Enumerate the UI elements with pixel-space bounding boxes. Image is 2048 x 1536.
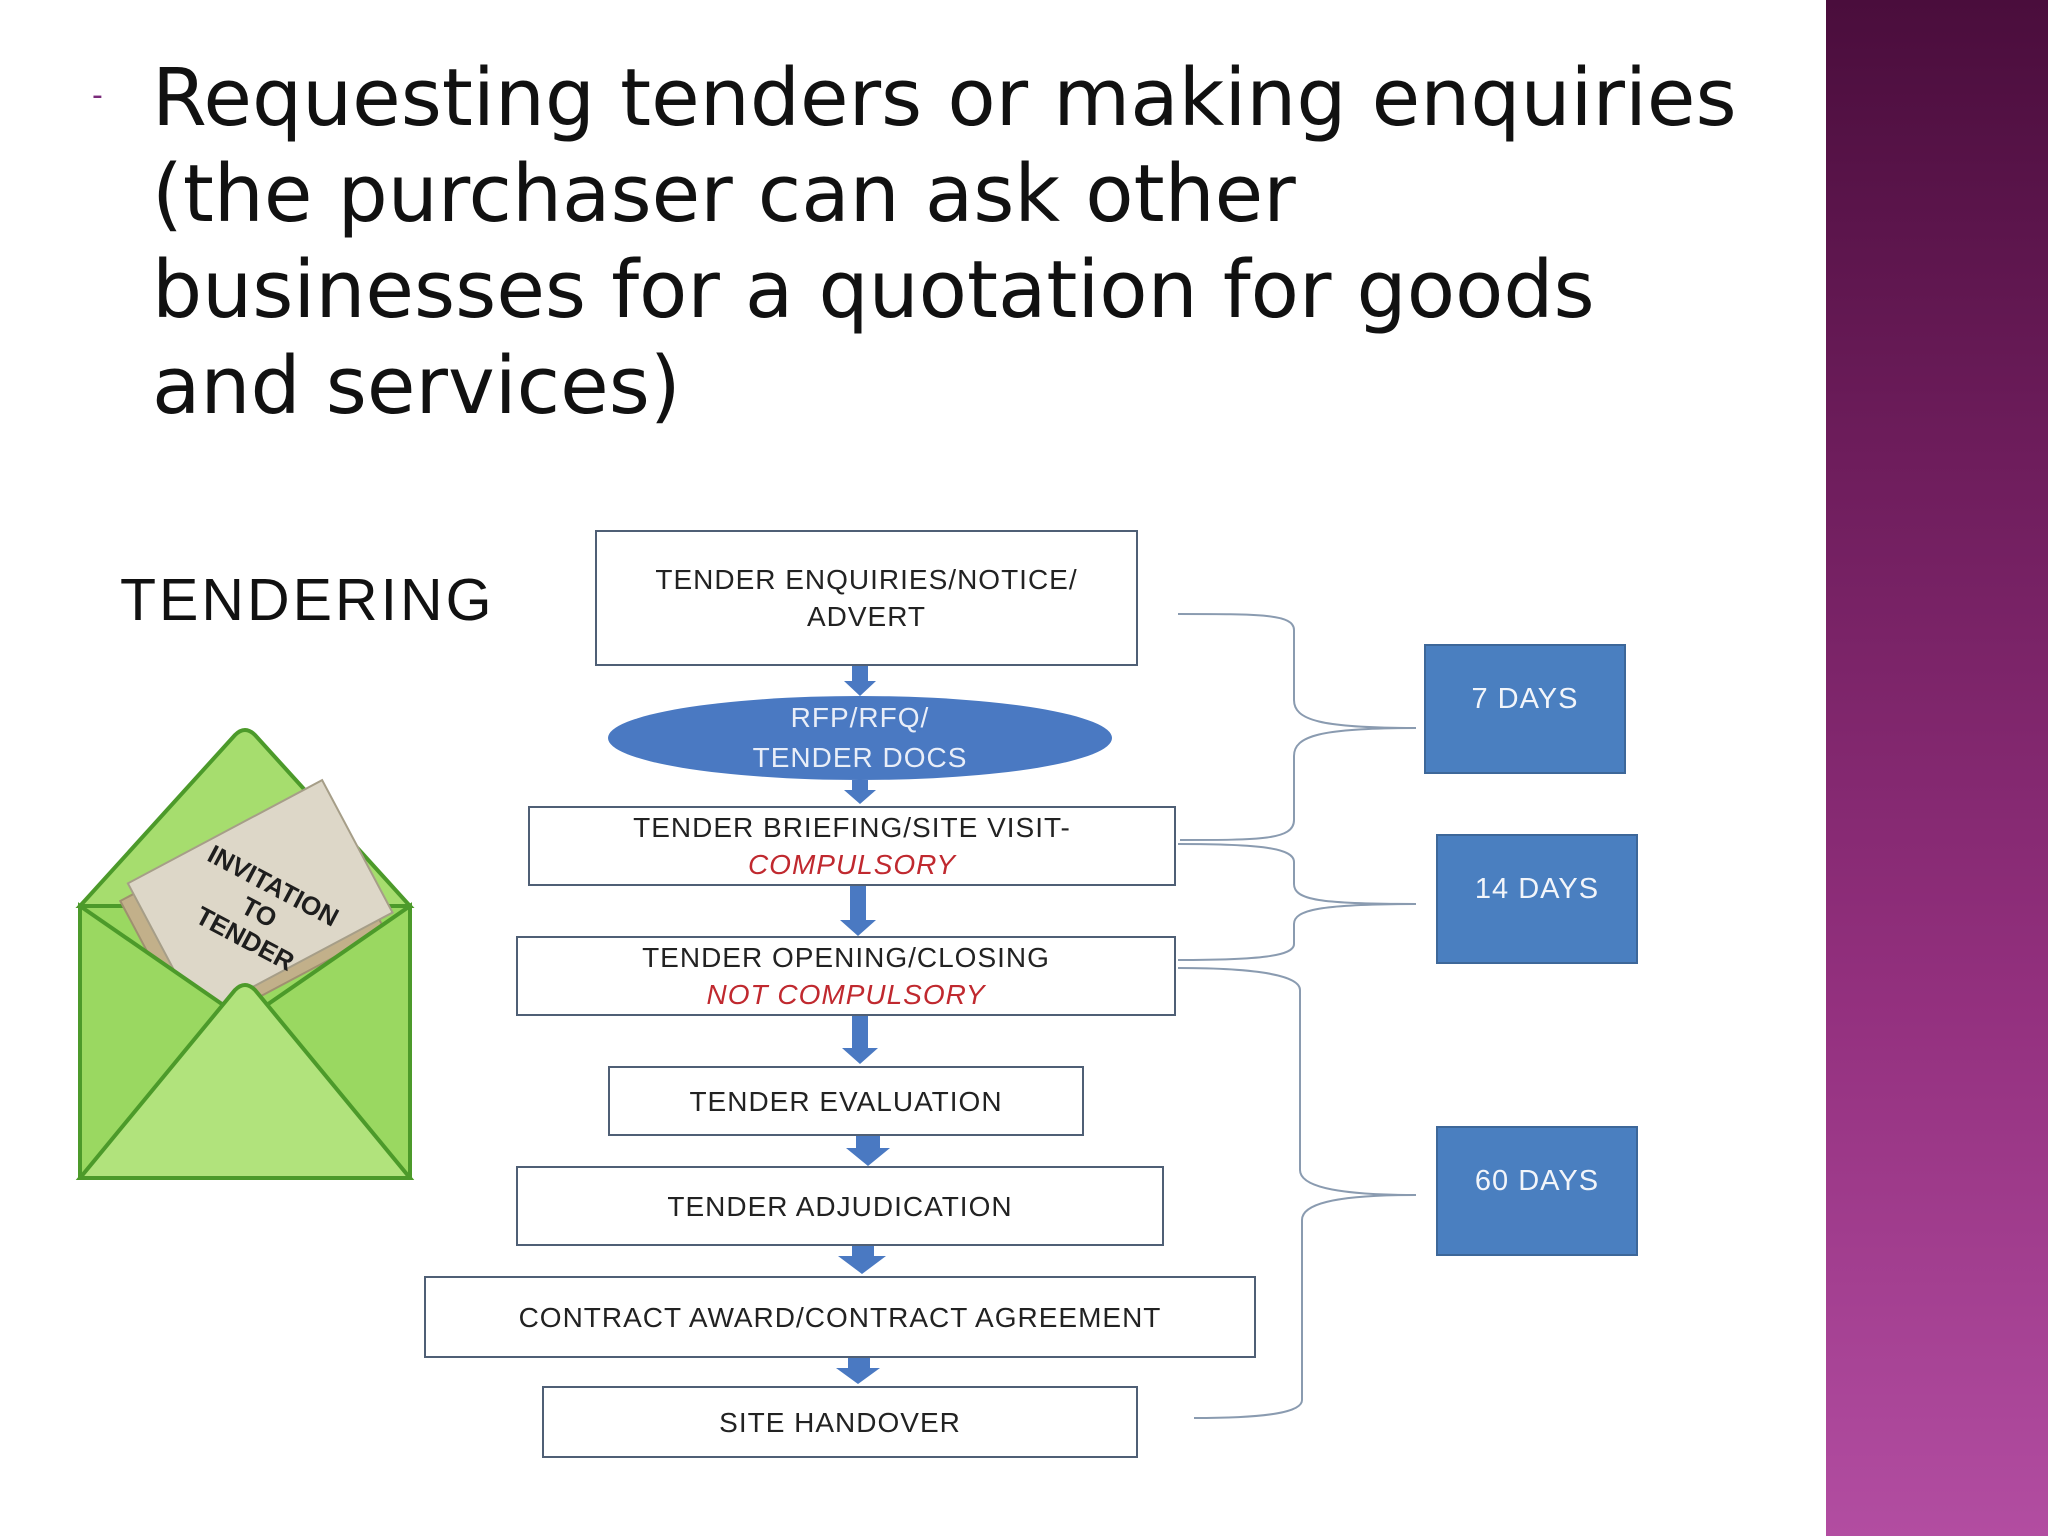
step-label: TENDER EVALUATION: [689, 1085, 1003, 1117]
step-label: TENDER OPENING/CLOSING: [642, 942, 1050, 973]
step-tender-enquiries: TENDER ENQUIRIES/NOTICE/ ADVERT: [595, 530, 1138, 666]
arrow-down-icon: [844, 666, 876, 696]
arrow-down-icon: [842, 1016, 878, 1064]
step-tender-adjudication: TENDER ADJUDICATION: [516, 1166, 1164, 1246]
arrow-down-icon: [838, 1246, 886, 1274]
step-label: TENDER DOCS: [752, 742, 968, 773]
arrow-down-icon: [836, 1358, 880, 1384]
bullet-line: businesses for a quotation for goods: [152, 244, 1595, 336]
step-label: ADVERT: [806, 601, 927, 632]
diagram-heading: TENDERING: [120, 567, 495, 633]
step-tender-evaluation: TENDER EVALUATION: [608, 1066, 1084, 1136]
duration-badge-7-days: 7 DAYS: [1424, 644, 1626, 774]
step-emphasis-label: COMPULSORY: [747, 849, 957, 880]
step-emphasis-label: NOT COMPULSORY: [706, 979, 986, 1010]
envelope-icon: INVITATION TO TENDER: [75, 728, 415, 1180]
arrow-down-icon: [844, 780, 876, 804]
bullet-text: Requesting tenders or making enquiries (…: [152, 50, 1737, 434]
arrow-down-icon: [840, 886, 876, 936]
step-site-handover: SITE HANDOVER: [542, 1386, 1138, 1458]
step-label: TENDER ADJUDICATION: [667, 1190, 1013, 1222]
step-tender-briefing: TENDER BRIEFING/SITE VISIT- COMPULSORY: [528, 806, 1176, 886]
step-label: RFP/RFQ/: [790, 702, 930, 733]
step-rfp-tender-docs: RFP/RFQ/ TENDER DOCS: [608, 696, 1112, 780]
bullet-line: Requesting tenders or making enquiries: [152, 52, 1737, 144]
step-label: CONTRACT AWARD/CONTRACT AGREEMENT: [518, 1301, 1162, 1333]
step-label: TENDER ENQUIRIES/NOTICE/: [655, 564, 1078, 595]
bullet-line: and services): [152, 340, 681, 432]
bullet-line: (the purchaser can ask other: [152, 148, 1296, 240]
step-label: SITE HANDOVER: [719, 1406, 961, 1438]
duration-braces: [1177, 613, 1417, 1419]
bullet-marker: -: [92, 78, 103, 113]
decorative-sidebar: [1826, 0, 2048, 1536]
duration-badge-60-days: 60 DAYS: [1436, 1126, 1638, 1256]
flow-arrows: [836, 666, 890, 1384]
step-label: TENDER BRIEFING/SITE VISIT-: [633, 812, 1071, 843]
step-contract-award: CONTRACT AWARD/CONTRACT AGREEMENT: [424, 1276, 1256, 1358]
duration-badge-14-days: 14 DAYS: [1436, 834, 1638, 964]
step-tender-opening: TENDER OPENING/CLOSING NOT COMPULSORY: [516, 936, 1176, 1016]
arrow-down-icon: [846, 1136, 890, 1166]
